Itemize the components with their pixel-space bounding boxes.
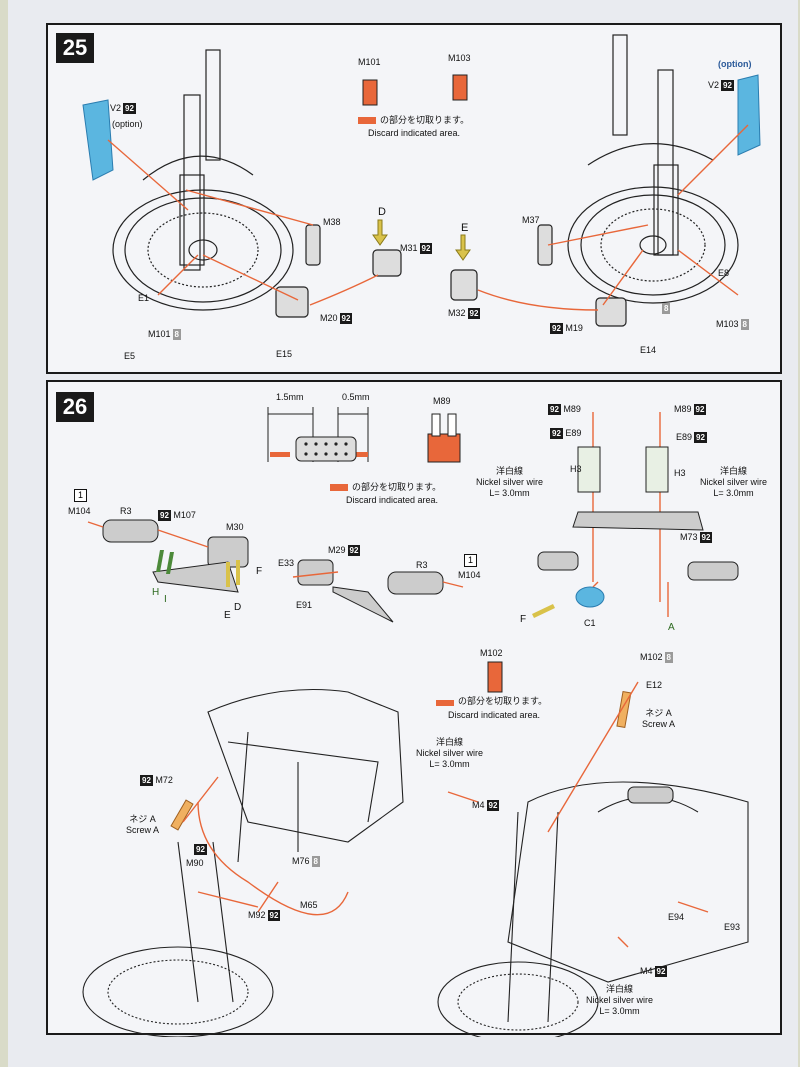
label-m37: M37: [522, 215, 540, 225]
v2-part-left: [82, 99, 114, 181]
label-m89-top: M89: [433, 396, 451, 406]
label-m104-b: M104: [458, 570, 481, 580]
label-c1: C1: [584, 618, 596, 628]
step-25-panel: 25: [46, 23, 782, 374]
label-m38: M38: [323, 217, 341, 227]
label-e: E: [461, 222, 469, 234]
label-r3-a: R3: [120, 506, 132, 516]
label-e89-left: 92 E89: [550, 428, 582, 439]
label-e-a: E: [224, 610, 231, 621]
qty-box: 1: [464, 554, 477, 567]
caliper-m31: [372, 249, 402, 277]
label-a-b: A: [668, 622, 675, 633]
step-number: 26: [56, 392, 94, 422]
label-e14: E14: [640, 345, 657, 355]
label-m103: M103: [448, 53, 471, 63]
label-badge-8: 8: [662, 303, 671, 314]
label-i: I: [164, 594, 167, 605]
instruction-sheet: 25: [8, 0, 798, 1067]
step-number: 25: [56, 33, 94, 63]
step-26-drawing: [82, 407, 749, 1037]
step-25-drawing: [82, 34, 761, 327]
label-e91: E91: [296, 600, 313, 610]
label-92: 92: [194, 844, 207, 855]
qty-box: 1: [74, 489, 87, 502]
discard-swatch: [358, 117, 376, 125]
discard-note-b: の部分を切取ります。: [458, 696, 548, 706]
label-m107: 92 M107: [158, 510, 196, 521]
label-e8: E8: [718, 268, 730, 278]
label-d: D: [378, 206, 386, 218]
c1-part: [575, 586, 605, 608]
label-dim-0-5: 0.5mm: [342, 392, 370, 402]
label-dim-1-5: 1.5mm: [276, 392, 304, 402]
discard-note: の部分を切取ります。: [358, 115, 469, 126]
label-e93: E93: [724, 922, 741, 932]
label-m65: M65: [300, 900, 318, 910]
grip-r3-left: [102, 519, 159, 543]
label-r3-b: R3: [416, 560, 428, 570]
label-m72: 92 M72: [140, 775, 173, 786]
label-e15: E15: [276, 349, 293, 359]
label-m102: M102: [480, 648, 503, 658]
label-e1: E1: [138, 293, 150, 303]
label-h3-right: H3: [674, 468, 686, 478]
label-e12: E12: [646, 680, 663, 690]
v2-part-right: [737, 74, 761, 156]
grip-r3-right: [387, 571, 444, 595]
label-m90: M90: [186, 858, 204, 868]
discard-note: の部分を切取ります。: [330, 482, 441, 493]
label-f-a: F: [256, 566, 263, 577]
label-m101: M101: [358, 57, 381, 67]
label-e33: E33: [278, 558, 295, 568]
label-option-left: (option): [112, 119, 143, 129]
caliper-m32: [450, 269, 478, 301]
step-26-panel: 26: [46, 380, 782, 1037]
discard-note-en: Discard indicated area.: [368, 128, 461, 138]
label-d-a: D: [234, 602, 242, 613]
caliper-m20: [275, 286, 309, 318]
label-m89-left: 92 M89: [548, 404, 581, 415]
label-option-right: (option): [718, 59, 752, 69]
label-h: H: [152, 587, 160, 598]
label-m19: 92 M19: [550, 323, 583, 334]
discard-note-b-en: Discard indicated area.: [448, 710, 541, 720]
label-m104-a: M104: [68, 506, 91, 516]
caliper-m19: [595, 297, 627, 327]
label-e5: E5: [124, 351, 136, 361]
label-h3-left: H3: [570, 464, 582, 474]
label-e94: E94: [668, 912, 685, 922]
discard-note-en: Discard indicated area.: [346, 495, 439, 505]
discard-swatch: [330, 484, 348, 492]
label-f-b: F: [520, 614, 527, 625]
label-m30: M30: [226, 522, 244, 532]
